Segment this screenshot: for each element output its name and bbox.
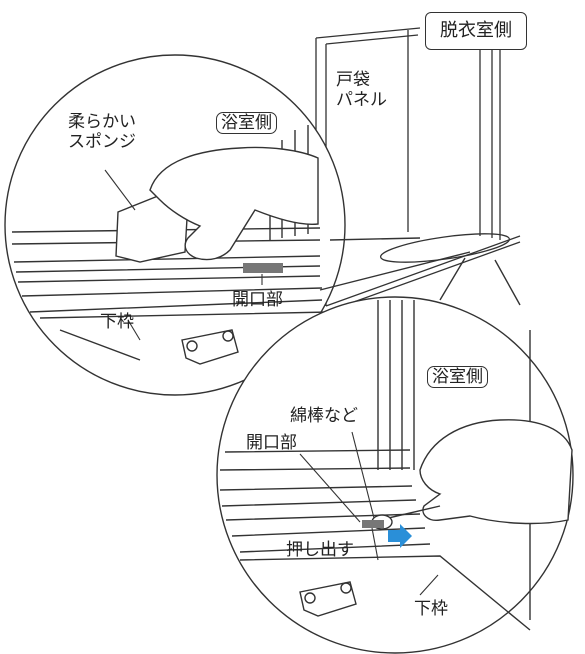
label-datsui-shitsu: 脱衣室側 [425,12,527,50]
label-tobukuro-panel: 戸袋 パネル [336,70,387,110]
label-shitawaku-bottom: 下枠 [414,599,448,619]
door-panel-drawing [315,26,521,313]
label-yokushitsu-top: 浴室側 [216,112,277,134]
label-yokushitsu-bottom: 浴室側 [427,366,488,388]
label-oshidasu: 押し出す [286,540,354,560]
label-kaikoubu-top: 開口部 [232,290,283,310]
leader-lines [104,169,439,596]
top-circle-drawing [4,54,471,396]
label-sponge: 柔らかい スポンジ [68,112,136,152]
push-arrow [388,524,412,548]
label-shitawaku-top: 下枠 [100,312,134,332]
label-menbou: 綿棒など [290,406,358,426]
label-kaikoubu-bottom: 開口部 [246,433,297,453]
